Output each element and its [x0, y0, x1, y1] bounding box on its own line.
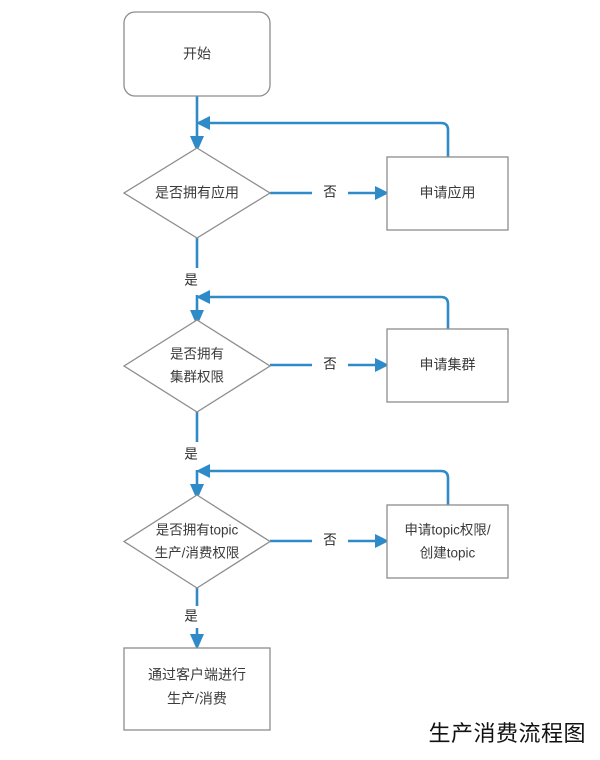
node-action-cluster[interactable]	[386, 328, 509, 403]
arrowhead-action-topic	[375, 534, 389, 548]
arrowhead-decision-cluster	[190, 310, 204, 326]
node-decision-cluster[interactable]	[122, 319, 272, 413]
node-decision-topic-label-line1: 是否拥有topic	[156, 523, 239, 538]
arrowhead-end-node	[190, 634, 204, 650]
node-decision-cluster-label-line1: 是否拥有	[170, 347, 224, 362]
node-action-topic[interactable]	[386, 504, 509, 579]
edge-label-yes-app: 是	[184, 273, 198, 288]
arrowhead-feedback-topic	[196, 464, 210, 478]
arrowhead-decision-topic	[190, 484, 204, 500]
edge-label-no-cluster: 否	[323, 357, 337, 372]
edge-label-no-app: 否	[323, 185, 337, 200]
node-end[interactable]	[123, 647, 271, 731]
edge-label-yes-topic: 是	[184, 609, 198, 624]
node-action-app[interactable]	[386, 156, 509, 231]
node-action-topic-label-line2: 创建topic	[420, 546, 476, 561]
node-decision-topic[interactable]	[122, 494, 272, 589]
connector-feedback-cluster	[208, 295, 450, 329]
node-end-label-line2: 生产/消费	[167, 691, 227, 707]
node-decision-app[interactable]	[122, 147, 272, 239]
arrowhead-feedback-app	[196, 116, 210, 130]
arrowhead-action-cluster	[375, 358, 389, 372]
connector-feedback-topic	[208, 469, 450, 505]
node-action-topic-label-line1: 申请topic权限/	[404, 522, 491, 538]
node-start-label: 开始	[183, 46, 211, 62]
node-decision-cluster-label-line2: 集群权限	[170, 369, 224, 385]
node-decision-topic-label-line2: 生产/消费权限	[155, 545, 240, 561]
node-action-app-label: 申请应用	[420, 185, 476, 201]
arrowhead-feedback-cluster	[196, 290, 210, 304]
connector-feedback-app	[208, 121, 450, 157]
node-start[interactable]	[123, 11, 271, 97]
edge-label-no-topic: 否	[323, 533, 337, 548]
node-decision-app-label: 是否拥有应用	[155, 185, 239, 201]
arrowhead-decision-app	[190, 136, 204, 152]
diagram-caption: 生产消费流程图	[428, 721, 586, 746]
arrowhead-action-app	[375, 186, 389, 200]
edge-label-yes-cluster: 是	[184, 447, 198, 462]
node-action-cluster-label: 申请集群	[420, 357, 476, 373]
node-end-label-line1: 通过客户端进行	[148, 667, 246, 683]
